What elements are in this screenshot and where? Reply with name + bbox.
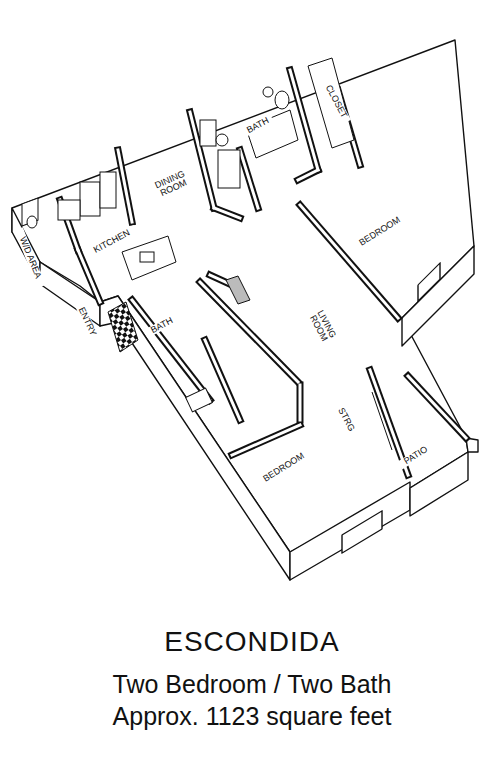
plan-stroke [402, 246, 474, 346]
plan-stroke [132, 300, 210, 400]
plan-stroke [408, 376, 466, 438]
plan-stroke [216, 134, 228, 146]
plan-stroke [214, 208, 240, 218]
plan-stroke [186, 388, 213, 412]
plan-stroke [300, 205, 398, 318]
plan-stroke [58, 200, 80, 220]
plan-stroke [118, 150, 132, 222]
plan-stroke [132, 300, 210, 400]
plan-stroke [300, 205, 398, 318]
plan-stroke [240, 150, 258, 208]
plan-title: ESCONDIDA [164, 626, 339, 658]
plan-stroke [308, 58, 354, 148]
plan-stroke [218, 150, 240, 188]
plan-stroke [290, 482, 410, 580]
plan-stroke [275, 91, 289, 109]
plan-stroke [80, 182, 100, 216]
plan-stroke [12, 40, 474, 552]
plan-stroke [140, 252, 154, 262]
interior-walls [60, 70, 466, 475]
plan-stroke [408, 376, 466, 438]
plan-stroke [40, 262, 100, 326]
plan-stroke [122, 236, 176, 280]
plan-stroke [27, 216, 37, 228]
caption-line: Two Bedroom / Two Bath [113, 670, 392, 699]
plan-stroke [299, 385, 302, 420]
fixtures [22, 58, 392, 450]
plan-stroke [232, 425, 300, 455]
caption-line: Approx. 1123 square feet [113, 702, 392, 731]
plan-stroke [214, 208, 240, 218]
plan-stroke [263, 87, 273, 97]
plan-stroke [205, 340, 240, 420]
plan-stroke [100, 296, 290, 580]
plan-stroke [205, 340, 240, 420]
plan-stroke [108, 302, 138, 352]
plan-stroke [298, 170, 318, 180]
outer-walls [12, 40, 478, 580]
plan-stroke [342, 511, 382, 553]
plan-stroke [100, 172, 116, 208]
plan-stroke [410, 452, 468, 516]
plan-stroke [60, 70, 466, 475]
plan-stroke [200, 120, 216, 146]
plan-stroke [418, 263, 440, 301]
plan-stroke [118, 150, 132, 222]
plan-stroke [232, 425, 300, 455]
plan-stroke [372, 392, 392, 450]
plan-stroke [226, 276, 250, 304]
plan-stroke [60, 70, 466, 475]
plan-stroke [297, 385, 304, 420]
plan-stroke [298, 170, 318, 180]
plan-stroke [240, 150, 258, 208]
